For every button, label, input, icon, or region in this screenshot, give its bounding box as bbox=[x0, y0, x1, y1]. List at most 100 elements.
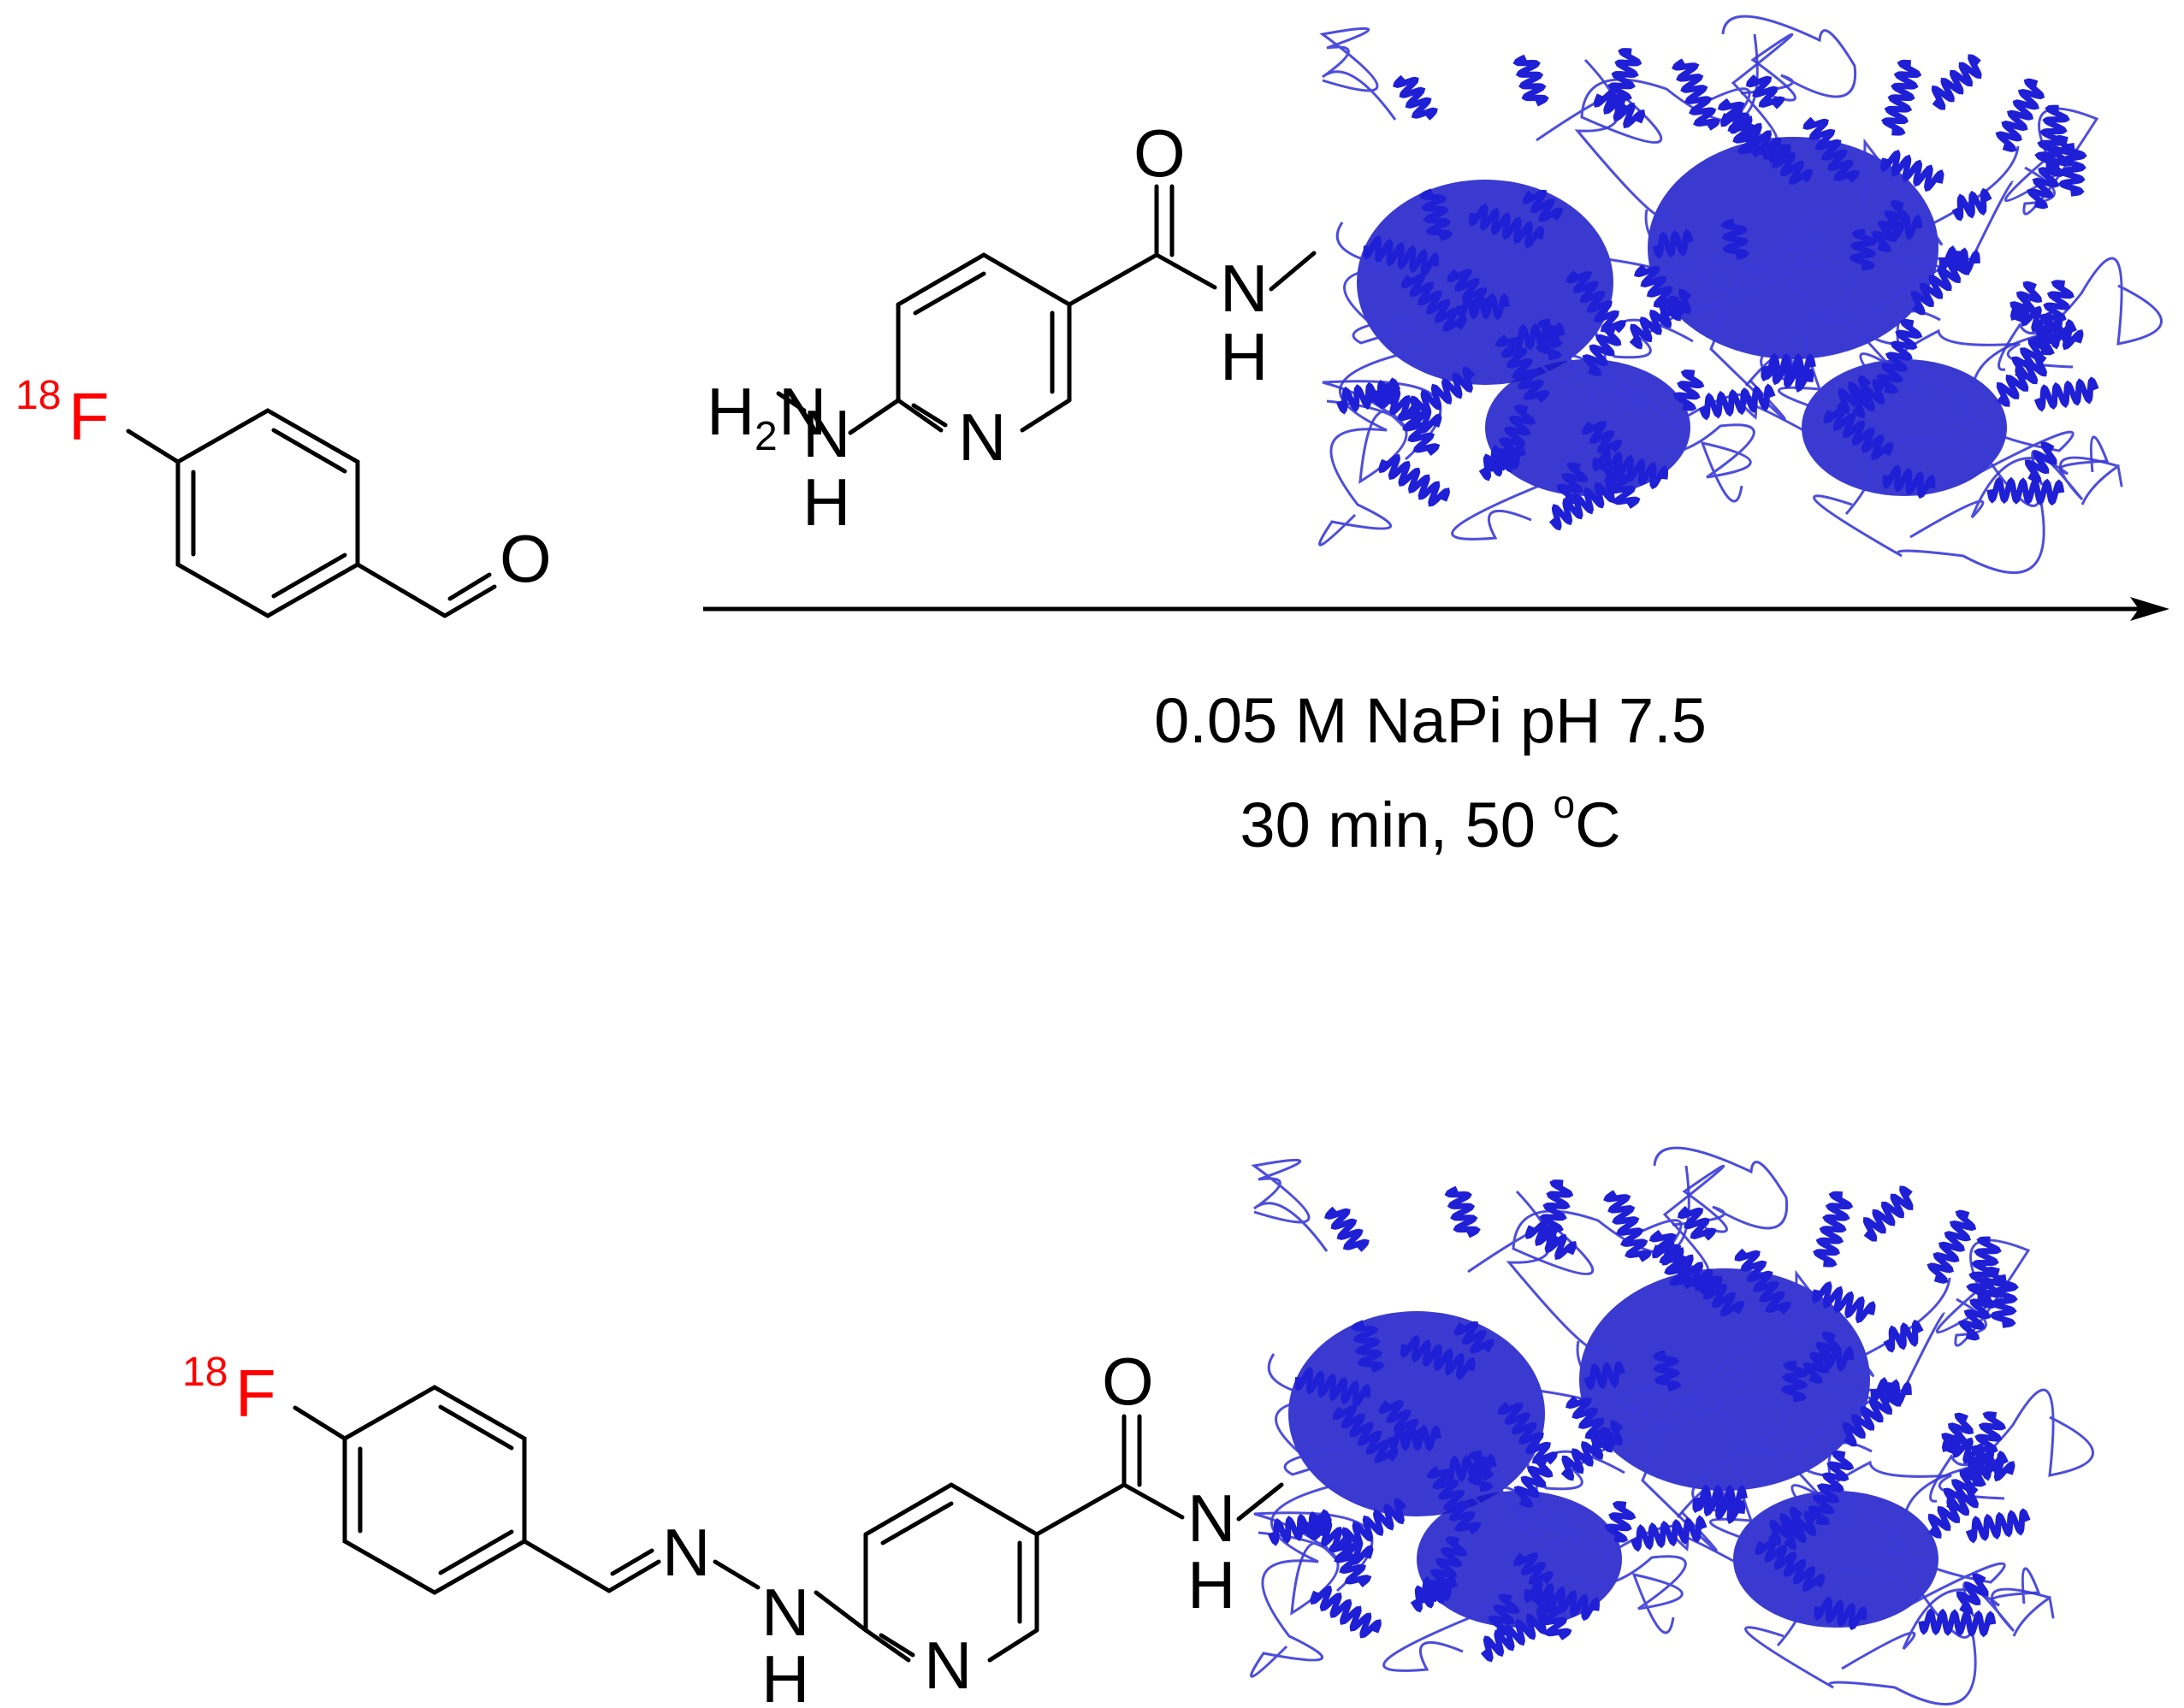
protein-helix bbox=[1582, 324, 1622, 376]
protein-helix bbox=[1755, 1537, 1826, 1593]
protein-helix bbox=[1941, 1412, 1974, 1455]
protein-helix bbox=[1512, 54, 1549, 107]
reagent-hydrazine-nh-n: N bbox=[802, 396, 850, 471]
protein-loop bbox=[1832, 1460, 2006, 1606]
protein-helix bbox=[1329, 1540, 1372, 1587]
protein-helix bbox=[1761, 352, 1816, 381]
protein-helix bbox=[1812, 1280, 1876, 1324]
protein-helix bbox=[1882, 464, 1936, 499]
protein-helix bbox=[1652, 228, 1694, 259]
protein-helix bbox=[1494, 334, 1550, 404]
protein-loop bbox=[1998, 257, 2163, 371]
protein-helix bbox=[1513, 1552, 1554, 1585]
product-imine-n: N bbox=[662, 1515, 710, 1590]
protein-loop bbox=[1653, 1146, 1789, 1230]
protein-loop bbox=[1267, 1353, 1361, 1476]
protein-helix bbox=[1335, 377, 1401, 415]
protein-helix bbox=[1717, 98, 1765, 158]
reagent-h2n-n: N bbox=[778, 374, 826, 449]
protein-helix bbox=[1535, 318, 1564, 361]
protein-loop bbox=[1929, 1388, 2094, 1503]
product-amide-n: N bbox=[1187, 1480, 1235, 1556]
product-benzene-ring bbox=[342, 1385, 527, 1595]
reagent-h2n-subscript: 2 bbox=[755, 414, 778, 459]
protein-helix bbox=[1880, 149, 1944, 192]
protein-helix bbox=[1560, 1420, 1624, 1481]
reagent-h2n-h: H bbox=[707, 374, 755, 449]
protein-helix bbox=[1812, 1342, 1855, 1373]
protein-helix bbox=[1350, 1320, 1385, 1373]
c-f-bond bbox=[126, 428, 181, 464]
protein-helix bbox=[1965, 1508, 2031, 1544]
protein-helix bbox=[1927, 1209, 1977, 1284]
protein-helix bbox=[1986, 476, 2065, 506]
protein-loop bbox=[1561, 1555, 1687, 1634]
protein-helix bbox=[1876, 318, 1923, 394]
protein-loop bbox=[1626, 1164, 1728, 1273]
protein-helix bbox=[1267, 1509, 1333, 1546]
protein-helix bbox=[1823, 405, 1894, 461]
protein-helix bbox=[1808, 1450, 1855, 1526]
protein-loop bbox=[1537, 1388, 1839, 1454]
protein-helix bbox=[1480, 1607, 1549, 1663]
protein-loop bbox=[1642, 1395, 1789, 1518]
protein-loop bbox=[1574, 58, 1717, 281]
protein-helix bbox=[1484, 442, 1526, 472]
product-amide-h: H bbox=[1187, 1547, 1235, 1622]
conditions-time-temp: 30 min, 50 bbox=[1240, 789, 1553, 860]
product-fluorine-label: F bbox=[235, 1356, 276, 1431]
protein-helix bbox=[1407, 366, 1476, 423]
protein-helix bbox=[2009, 281, 2043, 323]
hynic-reagent: O N H N N H H 2 N bbox=[707, 115, 1317, 540]
protein-helix bbox=[1996, 352, 2048, 407]
protein-helix bbox=[1956, 1573, 1989, 1615]
protein-helix bbox=[1720, 218, 1750, 261]
protein-helix bbox=[1648, 1229, 1696, 1290]
protein-helix bbox=[1862, 1185, 1914, 1242]
fluorobenzaldehyde: 18 F O bbox=[15, 373, 552, 618]
protein-helix bbox=[1583, 1360, 1625, 1391]
protein-helix bbox=[2036, 318, 2077, 352]
conditions-unit: C bbox=[1575, 789, 1620, 860]
reagent-amide-h: H bbox=[1220, 319, 1268, 394]
protein-helix bbox=[1393, 74, 1438, 121]
protein-ribbon-bottom bbox=[1250, 1146, 2094, 1706]
protein-helix bbox=[1556, 462, 1589, 505]
protein-helix bbox=[1444, 1185, 1481, 1238]
fluorine-label: F bbox=[68, 379, 109, 454]
protein-helix bbox=[1672, 58, 1721, 131]
protein-helix bbox=[1548, 476, 1618, 531]
protein-helix bbox=[1593, 88, 1646, 129]
protein-helix bbox=[1418, 188, 1453, 241]
protein-helix bbox=[1513, 1456, 1554, 1508]
protein-loop bbox=[1744, 1568, 1977, 1706]
protein-helix bbox=[1592, 447, 1669, 490]
protein-helix bbox=[1524, 1579, 1601, 1622]
protein-helix bbox=[1522, 189, 1563, 222]
protein-helix bbox=[2024, 441, 2057, 483]
protein-helix bbox=[1966, 1236, 2002, 1302]
protein-helix bbox=[1880, 210, 1923, 241]
protein-loop bbox=[1859, 328, 2074, 411]
protein-helix bbox=[1927, 1483, 1980, 1539]
protein-helix bbox=[1677, 1205, 1717, 1241]
protein-loop bbox=[1644, 207, 1837, 313]
protein-helix bbox=[2034, 104, 2070, 170]
protein-loop bbox=[1813, 436, 2045, 575]
protein-helix bbox=[1870, 1377, 1912, 1407]
protein-helix bbox=[1881, 59, 1922, 136]
protein-loop bbox=[1606, 257, 1908, 322]
protein-helix bbox=[1488, 1593, 1520, 1636]
protein-helix bbox=[2057, 143, 2087, 197]
conditions-line-2: 30 min, 50 oC bbox=[1240, 782, 1620, 860]
protein-helix bbox=[1565, 270, 1626, 334]
reagent-amide-n: N bbox=[1220, 251, 1268, 326]
protein-helix bbox=[1466, 1450, 1495, 1492]
protein-loop bbox=[1250, 1478, 1359, 1678]
protein-helix bbox=[1693, 1484, 1748, 1512]
protein-helix bbox=[1310, 1585, 1382, 1639]
protein-helix bbox=[1388, 1423, 1442, 1452]
protein-helix bbox=[1672, 369, 1705, 411]
protein-helix bbox=[2033, 376, 2099, 412]
protein-helix bbox=[1363, 234, 1440, 277]
